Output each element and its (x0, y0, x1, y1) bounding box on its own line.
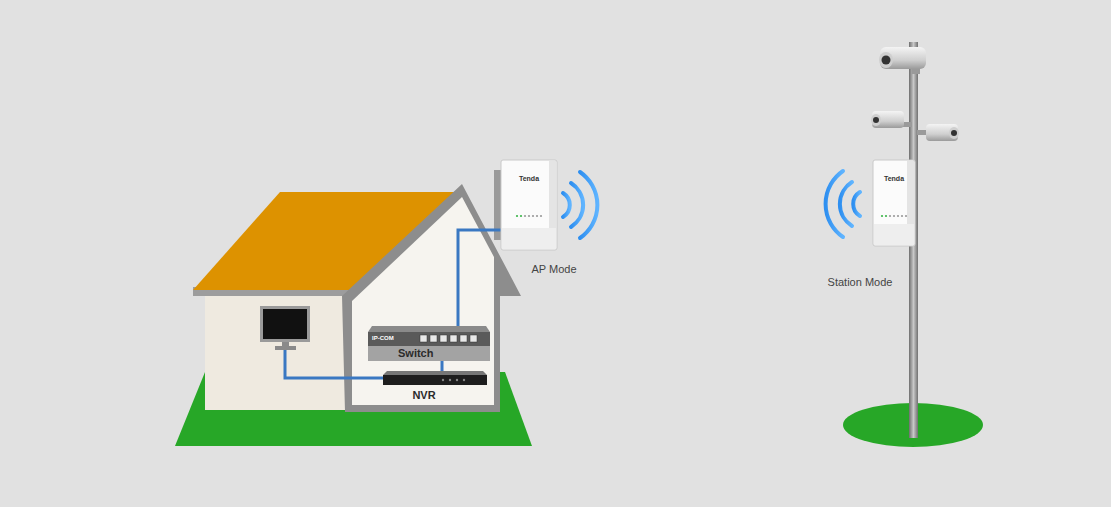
camera (871, 111, 912, 128)
wireless-signal (580, 172, 597, 238)
monitor (263, 309, 307, 339)
device-detail (897, 215, 899, 217)
wireless-signal (826, 171, 843, 237)
mode-label: AP Mode (531, 263, 576, 275)
wireless-signal (826, 171, 860, 237)
device-node: IP-COM Switch (368, 326, 490, 361)
device-body (383, 371, 487, 385)
device-detail (430, 335, 437, 342)
ethernet-cable (458, 230, 501, 326)
device-detail (502, 228, 556, 249)
device-detail (442, 379, 444, 381)
camera (917, 124, 959, 141)
device-detail (532, 215, 534, 217)
camera (879, 47, 926, 74)
wireless-signal (840, 182, 852, 226)
device-detail (463, 379, 465, 381)
device-label: NVR (412, 389, 435, 401)
device-body (501, 160, 557, 250)
wireless-signal (563, 172, 597, 238)
device-detail (528, 215, 530, 217)
pole (843, 42, 983, 447)
mode-label: Station Mode (828, 276, 893, 288)
device-label: Switch (398, 347, 433, 359)
device-detail (885, 215, 887, 217)
camera (926, 124, 958, 141)
device-detail (450, 335, 457, 342)
device-node: NVR (383, 371, 487, 385)
device-detail (889, 215, 891, 217)
device-detail (901, 215, 903, 217)
camera (872, 111, 904, 128)
monitor (275, 346, 296, 350)
camera (951, 130, 957, 136)
monitor (260, 306, 310, 342)
brand-label: Tenda (519, 175, 539, 183)
device-detail (520, 215, 522, 217)
wireless-signal (571, 183, 583, 227)
device-node: TendaStation Mode (873, 160, 915, 246)
device-detail (540, 215, 542, 217)
house (205, 294, 351, 410)
house (352, 197, 494, 405)
brand-label: Tenda (884, 175, 904, 183)
device-detail (536, 215, 538, 217)
camera (873, 117, 879, 123)
device-detail (420, 335, 427, 342)
device-detail (516, 215, 518, 217)
device-detail (881, 215, 883, 217)
device-detail (460, 335, 467, 342)
device-detail (383, 371, 487, 375)
device-detail (470, 335, 477, 342)
device-detail (893, 215, 895, 217)
device-detail (501, 160, 557, 250)
camera (880, 47, 926, 69)
device-detail (449, 379, 451, 381)
device-detail (368, 346, 490, 361)
house (193, 184, 521, 412)
camera (882, 56, 891, 65)
device-detail (440, 335, 447, 342)
camera (949, 127, 959, 139)
camera (871, 114, 881, 126)
device-node: TendaAP Mode (501, 160, 557, 250)
camera (879, 52, 893, 68)
device-detail (524, 215, 526, 217)
device-body (873, 160, 915, 246)
device-detail (905, 215, 907, 217)
device-detail (383, 375, 487, 385)
brand-label: IP-COM (372, 335, 394, 342)
ethernet-cable (441, 361, 444, 371)
device-detail (873, 160, 915, 246)
device-detail (368, 326, 490, 332)
monitor (260, 306, 310, 350)
wireless-signal (853, 192, 860, 216)
device-detail (456, 379, 458, 381)
device-detail (874, 224, 914, 245)
device-detail (368, 332, 490, 346)
wireless-signal (563, 193, 570, 217)
